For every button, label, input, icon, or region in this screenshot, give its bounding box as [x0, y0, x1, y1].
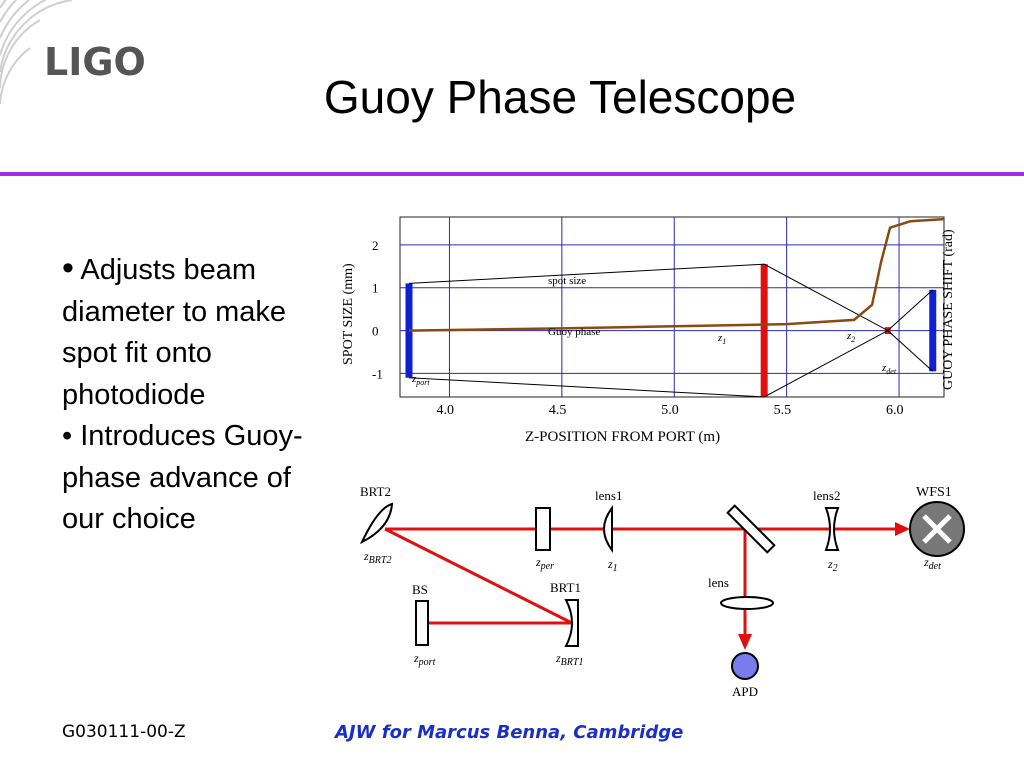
- apd-label: APD: [732, 684, 758, 699]
- plot-curves: [408, 217, 945, 398]
- brt2-label: BRT2: [360, 484, 391, 499]
- x-tick-label: 4.0: [436, 403, 454, 418]
- brt1-z-label: zBRT1: [555, 651, 583, 668]
- brt2-z-label: zBRT2: [363, 549, 391, 566]
- zdet-marker: zdet: [881, 362, 897, 376]
- spot-size-plot: 4.0 4.5 5.0 5.5 6.0 2 1 0 -1 spot size Guoy phas…: [341, 216, 956, 445]
- brt2-mirror: [359, 502, 394, 545]
- lens2-label: lens2: [813, 488, 840, 503]
- zper-plate: [535, 507, 551, 551]
- bullet-item-2: • Introduces Guoy-phase advance of our c…: [62, 416, 322, 541]
- y-tick-label: 2: [372, 238, 379, 253]
- z1-marker: z1: [717, 332, 726, 346]
- zper-label: zper: [535, 555, 554, 572]
- spot-size-envelope-lower: [408, 329, 934, 398]
- bs-z-label: zport: [413, 651, 436, 668]
- x-tick-label: 5.0: [661, 403, 679, 418]
- wfs1-label: WFS1: [916, 485, 952, 500]
- component-z_det: [929, 289, 937, 372]
- slide-title: Guoy Phase Telescope: [323, 71, 797, 123]
- guoy-phase-label: Guoy phase: [548, 326, 600, 338]
- arrow-to-wfs: [895, 522, 910, 536]
- wfs1-z-label: zdet: [923, 555, 941, 572]
- bullet-text: Introduces Guoy-phase advance of our cho…: [62, 420, 303, 535]
- lens1-z-label: z1: [607, 557, 618, 574]
- right-axis-label: GUOY PHASE SHIFT (rad): [941, 229, 956, 390]
- x-tick-label: 5.5: [774, 403, 792, 418]
- document-id: G030111-00-Z: [62, 722, 186, 742]
- brt1-mirror: [564, 599, 579, 647]
- bs-element: [415, 600, 429, 646]
- guoy-phase-curve: [408, 217, 945, 332]
- ligo-logo: LIGO: [44, 40, 146, 84]
- plot-frame: [399, 216, 945, 398]
- lens2: [824, 507, 840, 551]
- logo-arcs: [0, 0, 73, 105]
- bullet-dot: •: [62, 420, 73, 452]
- footer-credit: AJW for Marcus Benna, Cambridge: [335, 722, 684, 743]
- pickoff-splitter: [726, 504, 776, 554]
- z2-marker: z2: [846, 330, 855, 344]
- arrow-to-apd: [738, 634, 752, 650]
- spot-size-envelope-upper: [408, 263, 934, 332]
- plot-tick-labels: 4.0 4.5 5.0 5.5 6.0 2 1 0 -1: [372, 238, 904, 418]
- component-z_port: [405, 283, 413, 378]
- y-tick-label: 1: [372, 281, 379, 296]
- plot-grid: [400, 217, 944, 397]
- y-tick-label: -1: [372, 366, 383, 381]
- component-z_1: [760, 264, 768, 397]
- y-tick-label: 0: [372, 324, 379, 339]
- spot-size-label: spot size: [548, 275, 586, 287]
- apd-lens-label: lens: [708, 575, 729, 590]
- apd-lens: [720, 596, 774, 610]
- bullet-list: • Adjusts beam diameter to make spot fit…: [62, 248, 322, 541]
- wfs1-cross: [922, 514, 952, 544]
- bullet-dot: •: [62, 249, 74, 287]
- lens1: [603, 505, 613, 553]
- x-tick-label: 6.0: [886, 403, 904, 418]
- apd-detector: [731, 652, 759, 680]
- brt1-label: BRT1: [550, 580, 581, 595]
- lens1-label: lens1: [595, 488, 622, 503]
- x-axis-label: Z-POSITION FROM PORT (m): [525, 429, 720, 445]
- bullet-text: Adjusts beam diameter to make spot fit o…: [62, 254, 287, 411]
- bullet-item-1: • Adjusts beam diameter to make spot fit…: [62, 248, 322, 416]
- beam-diagonal: [384, 527, 573, 625]
- optical-layout-diagram: BRT2 zBRT2 zper lens1 z1 lens2 z2 WFS1 z…: [359, 484, 965, 699]
- x-tick-label: 4.5: [549, 403, 567, 418]
- bs-label: BS: [412, 582, 428, 597]
- title-divider: [0, 172, 1024, 176]
- left-axis-label: SPOT SIZE (mm): [341, 263, 356, 365]
- lens2-z-label: z2: [827, 557, 838, 574]
- zport-marker: zport: [411, 373, 430, 387]
